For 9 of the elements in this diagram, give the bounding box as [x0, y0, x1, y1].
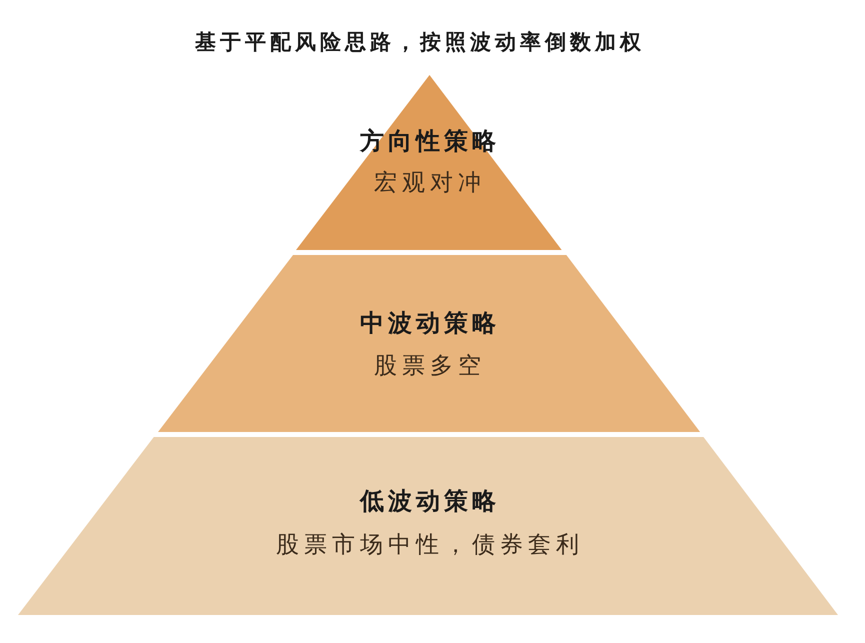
tier-heading: 低波动策略	[360, 488, 500, 517]
diagram-title: 基于平配风险思路，按照波动率倒数加权	[195, 30, 645, 54]
pyramid-tier	[158, 255, 700, 432]
tier-description: 股票多空	[374, 352, 486, 380]
pyramid-apex-triangle	[296, 75, 562, 250]
tier-description: 宏观对冲	[374, 169, 486, 197]
tier-description: 股票市场中性，债券套利	[276, 531, 584, 559]
tier-heading: 中波动策略	[360, 310, 500, 339]
pyramid-tier	[18, 437, 838, 615]
